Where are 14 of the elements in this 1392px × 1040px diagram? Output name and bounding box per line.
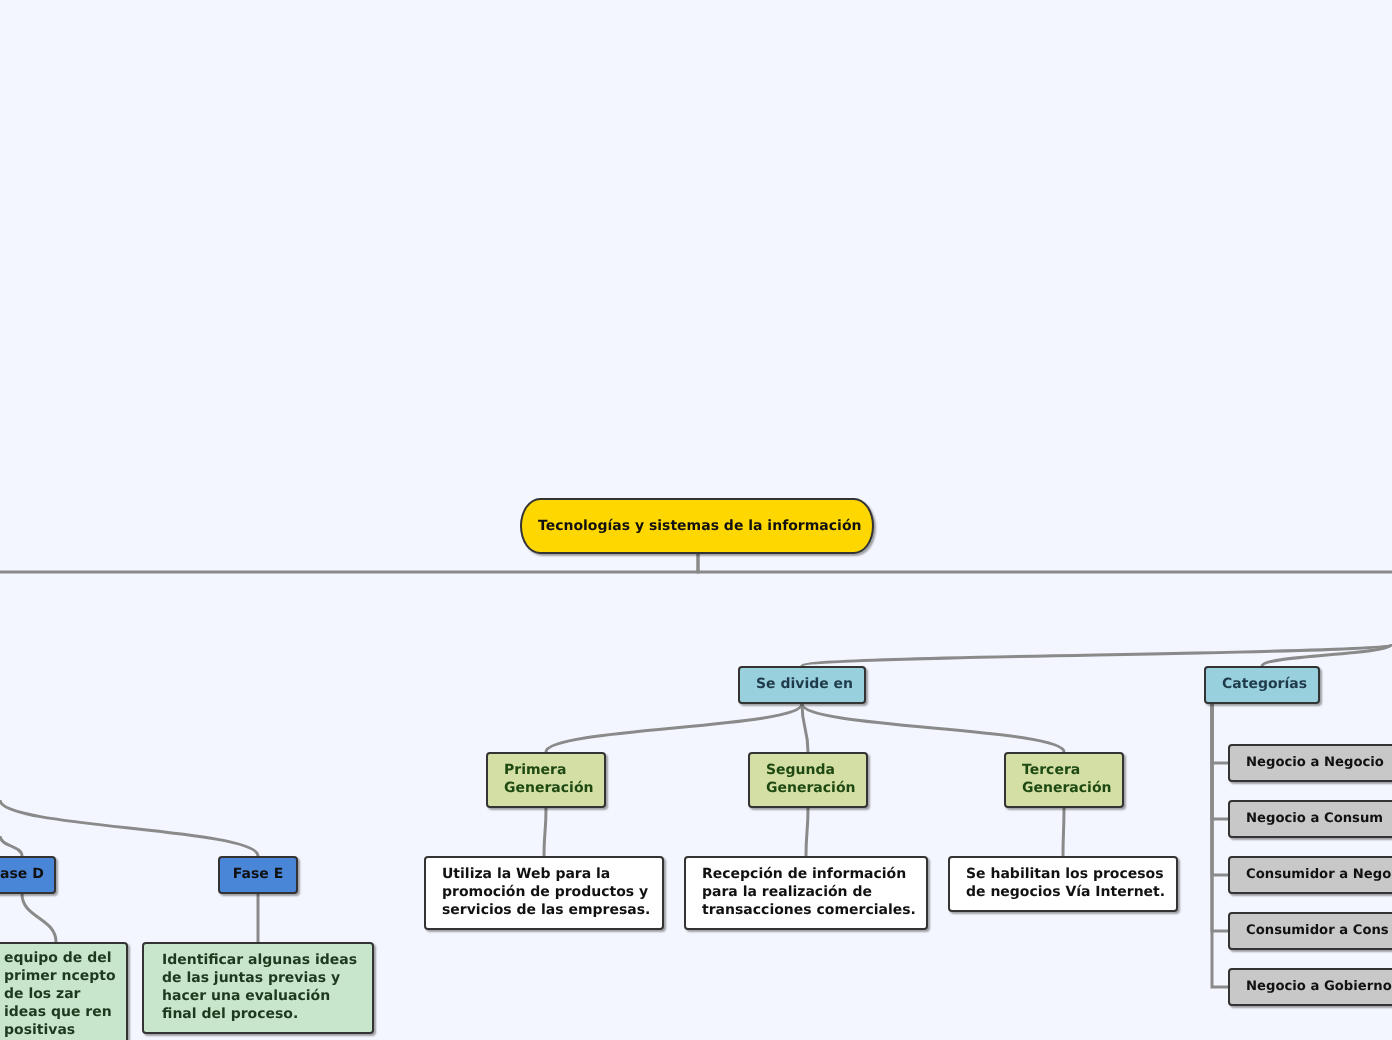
connector-line	[544, 703, 804, 753]
connector-line	[0, 835, 24, 857]
connector-line	[0, 799, 260, 857]
connector-line	[696, 554, 1392, 574]
connector-line	[804, 808, 810, 856]
connector-line	[20, 893, 58, 943]
connector-line	[800, 702, 1066, 754]
connector-line	[800, 703, 810, 753]
connector-line	[1061, 808, 1066, 856]
connector-line	[801, 642, 1392, 668]
connector-line	[256, 894, 260, 942]
connector-line	[1210, 704, 1228, 989]
connector-line	[1260, 642, 1392, 668]
connector-line	[542, 808, 548, 856]
